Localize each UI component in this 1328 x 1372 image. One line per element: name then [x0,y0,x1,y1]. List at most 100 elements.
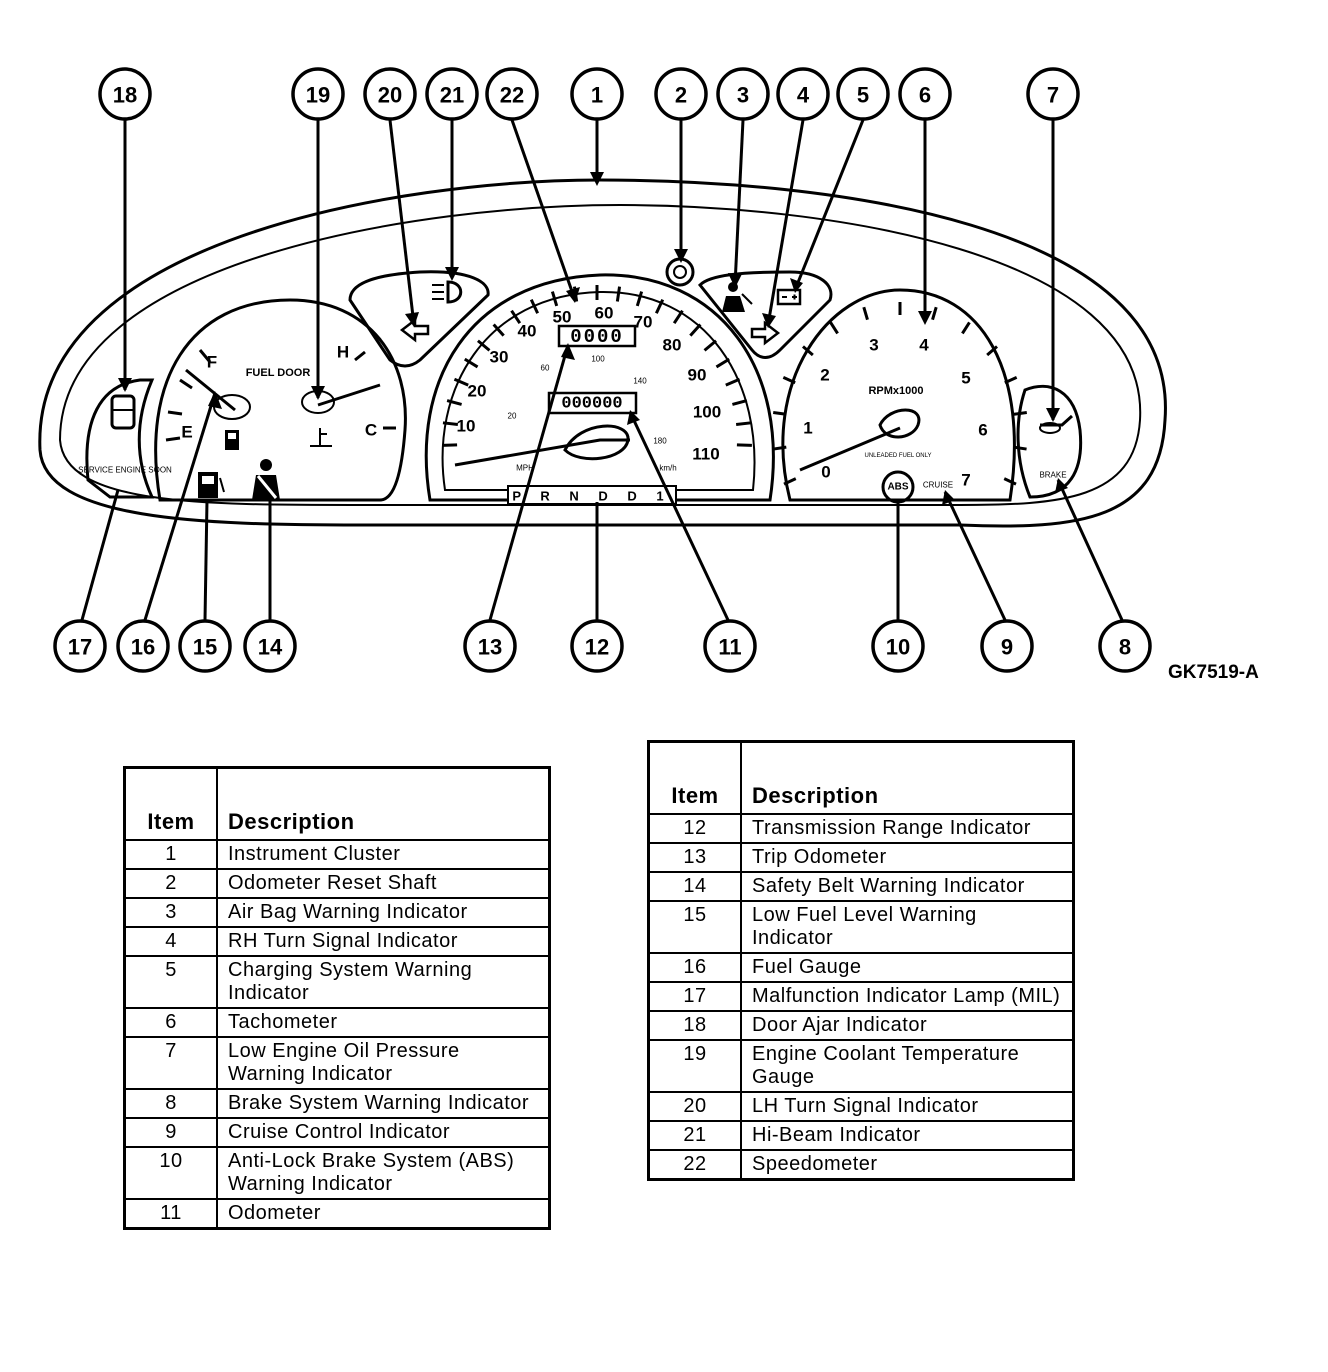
seat-belt-icon [252,459,280,500]
header-description: Description [740,740,1075,815]
dial-tick [442,443,458,447]
callout-number: 4 [797,83,810,108]
dial-tick [703,339,718,352]
rpm-label: RPMx1000 [868,385,923,397]
header-description: Description [216,766,551,841]
battery-icon [776,288,802,306]
item-description: Instrument Cluster [216,839,551,870]
legend-header-row: Item Description [647,740,1075,815]
callout-11: 11 [703,619,757,673]
item-number: 11 [123,1198,218,1230]
callout-18: 18 [98,67,152,121]
callout-9: 9 [980,619,1034,673]
speed-110: 110 [692,445,719,464]
dial-tick [550,291,559,307]
dial-tick [829,321,839,335]
temp-hot-label: H [337,343,349,362]
callout-number: 18 [113,83,137,108]
item-number: 22 [647,1149,742,1181]
callout-7: 7 [1026,67,1080,121]
kmh-60: 60 [541,364,550,373]
callout-1: 1 [570,67,624,121]
item-number: 9 [123,1117,218,1148]
dial-tick [446,399,462,406]
dial-tick [783,477,797,486]
speed-60: 60 [595,304,614,323]
item-number: 5 [123,955,218,1009]
item-description: RH Turn Signal Indicator [216,926,551,957]
item-description: Transmission Range Indicator [740,813,1075,844]
dial-tick [635,291,644,307]
tach-0: 0 [821,463,830,482]
figure-code: GK7519-A [1168,662,1259,683]
trip-odometer-window [557,324,637,348]
transmission-range-window [507,485,677,505]
cruise-label: CRUISE [923,481,953,490]
callout-number: 11 [718,635,741,660]
callout-10: 10 [871,619,925,673]
callout-number: 8 [1119,635,1131,660]
header-item: Item [123,766,218,841]
dial-tick [453,377,469,387]
dial-tick [715,357,731,369]
dial-tick [442,421,459,426]
low-fuel-icon [198,472,225,498]
callout-number: 9 [1001,635,1013,660]
item-description: Fuel Gauge [740,952,1075,983]
dial-tick [736,443,752,447]
item-number: 18 [647,1010,742,1041]
unleaded-label: UNLEADED FUEL ONLY [864,453,931,459]
callout-2: 2 [654,67,708,121]
tach-4: 4 [919,336,929,355]
item-description: Malfunction Indicator Lamp (MIL) [740,981,1075,1012]
legend-header-row: Item Description [123,766,551,841]
dial-tick [735,421,752,426]
callout-number: 22 [500,83,524,108]
callout-number: 21 [440,83,464,108]
tachometer: 0 1 2 3 4 5 6 7 RPMx1000 UNLEADED FUEL O… [772,288,1028,504]
dial-tick [732,399,748,406]
item-number: 14 [647,871,742,902]
item-number: 7 [123,1036,218,1090]
callout-12: 12 [570,619,624,673]
item-description: Door Ajar Indicator [740,1010,1075,1041]
tach-5: 5 [961,369,970,388]
item-description: Odometer [216,1198,551,1230]
item-description: Brake System Warning Indicator [216,1088,551,1119]
odometer-reset-shaft [665,257,695,287]
oil-can-icon [1039,414,1074,434]
callout-8: 8 [1098,619,1152,673]
item-description: Low Fuel Level Warning Indicator [740,900,1075,954]
instrument-cluster-diagram: F E FUEL DOOR H C [38,67,1167,673]
callout-number: 19 [306,83,330,108]
callout-19: 19 [291,67,345,121]
fuel-empty-label: E [181,423,192,442]
item-description: Trip Odometer [740,842,1075,873]
item-description: Anti-Lock Brake System (ABS) Warning Ind… [216,1146,551,1200]
item-description: Low Engine Oil Pressure Warning Indicato… [216,1036,551,1090]
speed-70: 70 [634,313,653,332]
item-number: 10 [123,1146,218,1200]
item-description: LH Turn Signal Indicator [740,1091,1075,1122]
callout-number: 1 [591,83,603,108]
item-number: 12 [647,813,742,844]
right-turn-arrow-icon [750,320,781,346]
tach-7: 7 [961,471,970,490]
item-number: 3 [123,897,218,928]
kmh-100: 100 [591,355,605,364]
callout-number: 14 [258,635,283,660]
speed-20: 20 [468,382,487,401]
item-number: 13 [647,842,742,873]
door-ajar-pod: SERVICE ENGINE SOON [78,378,172,499]
item-description: Hi-Beam Indicator [740,1120,1075,1151]
brake-label: BRAKE [1039,471,1066,480]
